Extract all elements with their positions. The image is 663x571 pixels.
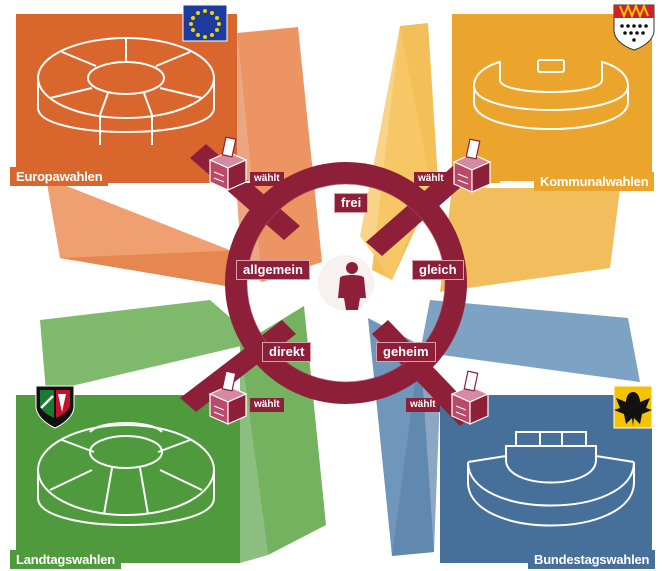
- principle-frei: frei: [334, 193, 369, 213]
- kommunal-parliament-drawing: [472, 59, 630, 130]
- ballot-box-icon: [208, 136, 248, 191]
- eu-flag-icon: [182, 4, 228, 42]
- voter-person-icon: [318, 255, 374, 311]
- koeln-coat-of-arms-icon: [613, 3, 655, 51]
- landtagswahlen-label: Landtagswahlen: [10, 550, 122, 569]
- federal-eagle-icon: [613, 385, 653, 429]
- waehlt-label-kommunal: wählt: [414, 172, 448, 186]
- bundestag-fan: [368, 300, 652, 563]
- kommunalwahlen-label: Kommunalwahlen: [534, 172, 655, 191]
- principle-direkt: direkt: [262, 342, 312, 362]
- principle-allgemein: allgemein: [236, 260, 310, 280]
- ballot-box-icon: [452, 138, 492, 193]
- principles-ring: [225, 162, 467, 404]
- ballot-box-icon: [450, 370, 490, 425]
- bundestag-parliament-drawing: [467, 431, 635, 527]
- bundestagswahlen-label: Bundestagswahlen: [528, 550, 656, 569]
- waehlt-label-landtag: wählt: [250, 398, 284, 412]
- ballot-box-icon: [208, 370, 248, 425]
- nrw-coat-of-arms-icon: [35, 385, 75, 429]
- waehlt-label-europa: wählt: [250, 172, 284, 186]
- europa-fan: [16, 14, 322, 287]
- principle-gleich: gleich: [412, 260, 464, 280]
- landtag-parliament-drawing: [37, 422, 215, 526]
- kommunal-fan: [360, 14, 652, 292]
- europa-parliament-drawing: [37, 37, 215, 145]
- europawahlen-label: Europawahlen: [10, 167, 109, 186]
- waehlt-label-bundestag: wählt: [406, 398, 440, 412]
- principle-geheim: geheim: [376, 342, 436, 362]
